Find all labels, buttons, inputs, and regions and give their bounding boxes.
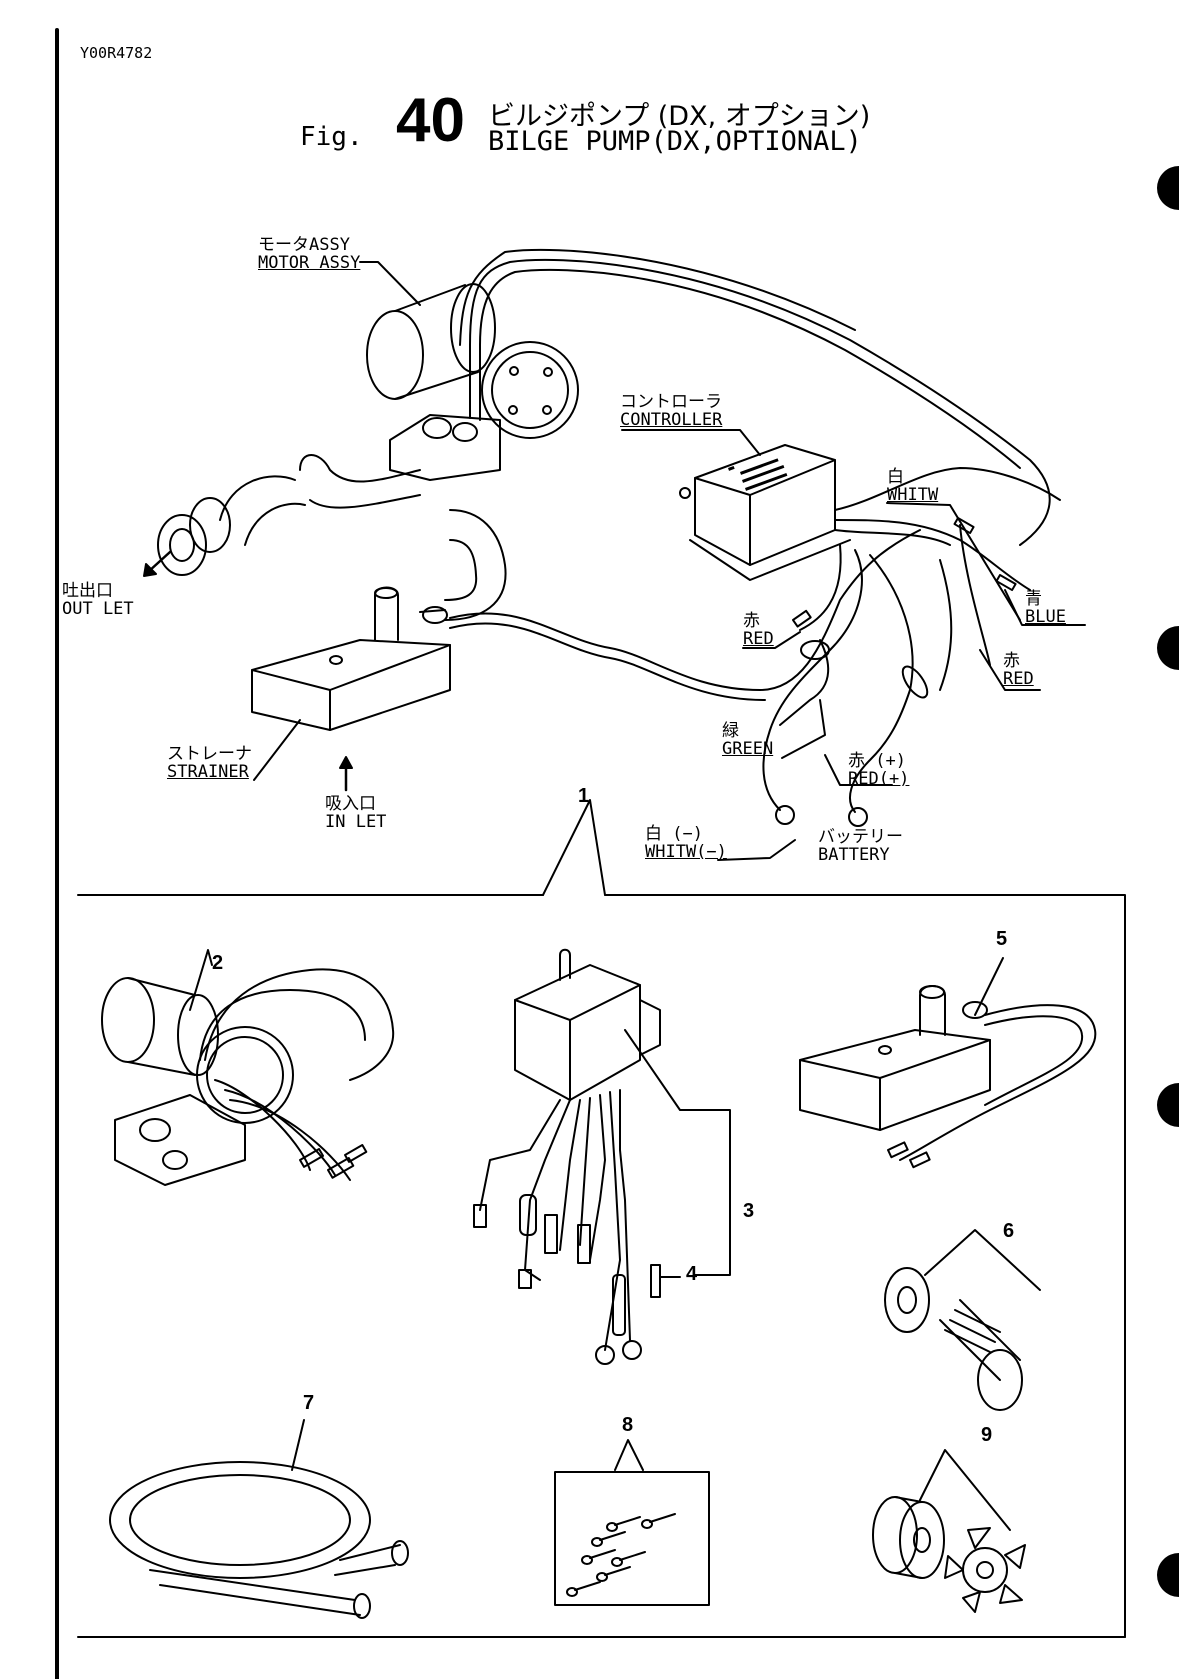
callout-3: 3	[743, 1200, 754, 1223]
motor-label-jp: モータASSY	[258, 236, 360, 254]
white-wire-label-en: WHITW	[887, 486, 938, 504]
white-minus-label-jp: 白 (−)	[645, 825, 727, 843]
outlet-hose	[300, 455, 420, 482]
motor-end-cap	[367, 311, 423, 399]
registration-dot	[1157, 626, 1179, 670]
battery-label-en: BATTERY	[818, 846, 903, 864]
callout-7: 7	[303, 1392, 314, 1415]
registration-dot	[1157, 1083, 1179, 1127]
callout-6: 6	[1003, 1220, 1014, 1243]
controller-label-en: CONTROLLER	[620, 411, 722, 429]
part-7-hose-drawing	[110, 1462, 408, 1618]
strainer-label-en: STRAINER	[167, 763, 252, 781]
leader-white	[887, 503, 1020, 620]
red-plus-label-en: RED(+)	[848, 770, 909, 788]
parts-box	[78, 895, 1125, 1637]
blue-wire-label-en: BLUE	[1025, 608, 1066, 626]
strainer-label-jp: ストレーナ	[167, 745, 252, 763]
outlet-label-en: OUT LET	[62, 600, 134, 618]
outlet-fitting	[158, 515, 206, 575]
part-9-impeller-drawing	[873, 1497, 1025, 1612]
battery-terminal-positive	[849, 808, 867, 826]
leader-motor	[360, 262, 420, 305]
white-wire-label-jp: 白	[887, 468, 938, 486]
red-wire-left-label-jp: 赤	[743, 612, 774, 630]
white-wire-label: 白 WHITW	[887, 468, 938, 504]
red-wire-right-label-en: RED	[1003, 670, 1034, 688]
registration-dot	[1157, 166, 1179, 210]
leader-part-7	[292, 1420, 304, 1470]
wire-blue	[835, 520, 1030, 590]
inlet-label-jp: 吸入口	[325, 795, 386, 813]
leader-part-9	[920, 1450, 1010, 1530]
inlet-label-en: IN LET	[325, 813, 386, 831]
red-wire-right-label: 赤 RED	[1003, 652, 1034, 688]
motor-base	[390, 415, 500, 480]
red-wire-left-label: 赤 RED	[743, 612, 774, 648]
leader-part-5	[975, 958, 1003, 1015]
pump-housing	[482, 342, 578, 438]
callout-2: 2	[212, 952, 223, 975]
leader-part-6	[925, 1230, 1040, 1290]
part-6-outlet-fitting-drawing	[885, 1268, 1022, 1410]
strainer-drawing	[252, 588, 450, 731]
controller-drawing	[680, 445, 850, 580]
part-4-fuse-drawing	[651, 1265, 660, 1297]
leader-part-3	[625, 1030, 730, 1275]
controller-label: コントローラ CONTROLLER	[620, 393, 722, 429]
green-wire-label-en: GREEN	[722, 740, 773, 758]
white-minus-label: 白 (−) WHITW(−)	[645, 825, 727, 861]
callout-4: 4	[686, 1263, 697, 1286]
red-plus-label: 赤 (+) RED(+)	[848, 752, 909, 788]
callout-9: 9	[981, 1424, 992, 1447]
harness-top-loop	[470, 260, 1050, 545]
leader-controller	[622, 430, 760, 455]
callout-1-bracket	[543, 800, 605, 895]
part-5-strainer-drawing	[800, 986, 1095, 1167]
part-3-controller-drawing	[474, 950, 660, 1364]
green-wire-label-jp: 緑	[722, 722, 773, 740]
callout-8: 8	[622, 1414, 633, 1437]
battery-label: バッテリー BATTERY	[818, 828, 903, 864]
leader-strainer	[254, 720, 300, 780]
battery-terminal-negative	[776, 806, 794, 824]
leader-green	[782, 700, 825, 758]
blue-wire-label: 青 BLUE	[1025, 590, 1066, 626]
registration-dot	[1157, 1553, 1179, 1597]
part-8-screws-drawing	[567, 1514, 675, 1596]
part-2-motor-drawing	[102, 969, 393, 1185]
harness-top-wire	[460, 250, 855, 345]
controller-label-jp: コントローラ	[620, 393, 722, 411]
leader-part-8	[615, 1440, 643, 1470]
blue-wire-label-jp: 青	[1025, 590, 1066, 608]
motor-label-en: MOTOR ASSY	[258, 254, 360, 272]
motor-label: モータASSY MOTOR ASSY	[258, 236, 360, 272]
callout-1: 1	[578, 785, 589, 808]
red-wire-left-label-en: RED	[743, 630, 774, 648]
red-wire-right-label-jp: 赤	[1003, 652, 1034, 670]
red-plus-label-jp: 赤 (+)	[848, 752, 909, 770]
strainer-cord	[450, 530, 920, 690]
strainer-label: ストレーナ STRAINER	[167, 745, 252, 781]
white-minus-label-en: WHITW(−)	[645, 843, 727, 861]
outlet-label: 吐出口 OUT LET	[62, 582, 134, 618]
inlet-label: 吸入口 IN LET	[325, 795, 386, 831]
green-wire-label: 緑 GREEN	[722, 722, 773, 758]
part-8-screws-box	[555, 1472, 709, 1605]
callout-5: 5	[996, 928, 1007, 951]
outlet-label-jp: 吐出口	[62, 582, 134, 600]
leader-white-minus	[718, 840, 795, 860]
battery-label-jp: バッテリー	[818, 828, 903, 846]
